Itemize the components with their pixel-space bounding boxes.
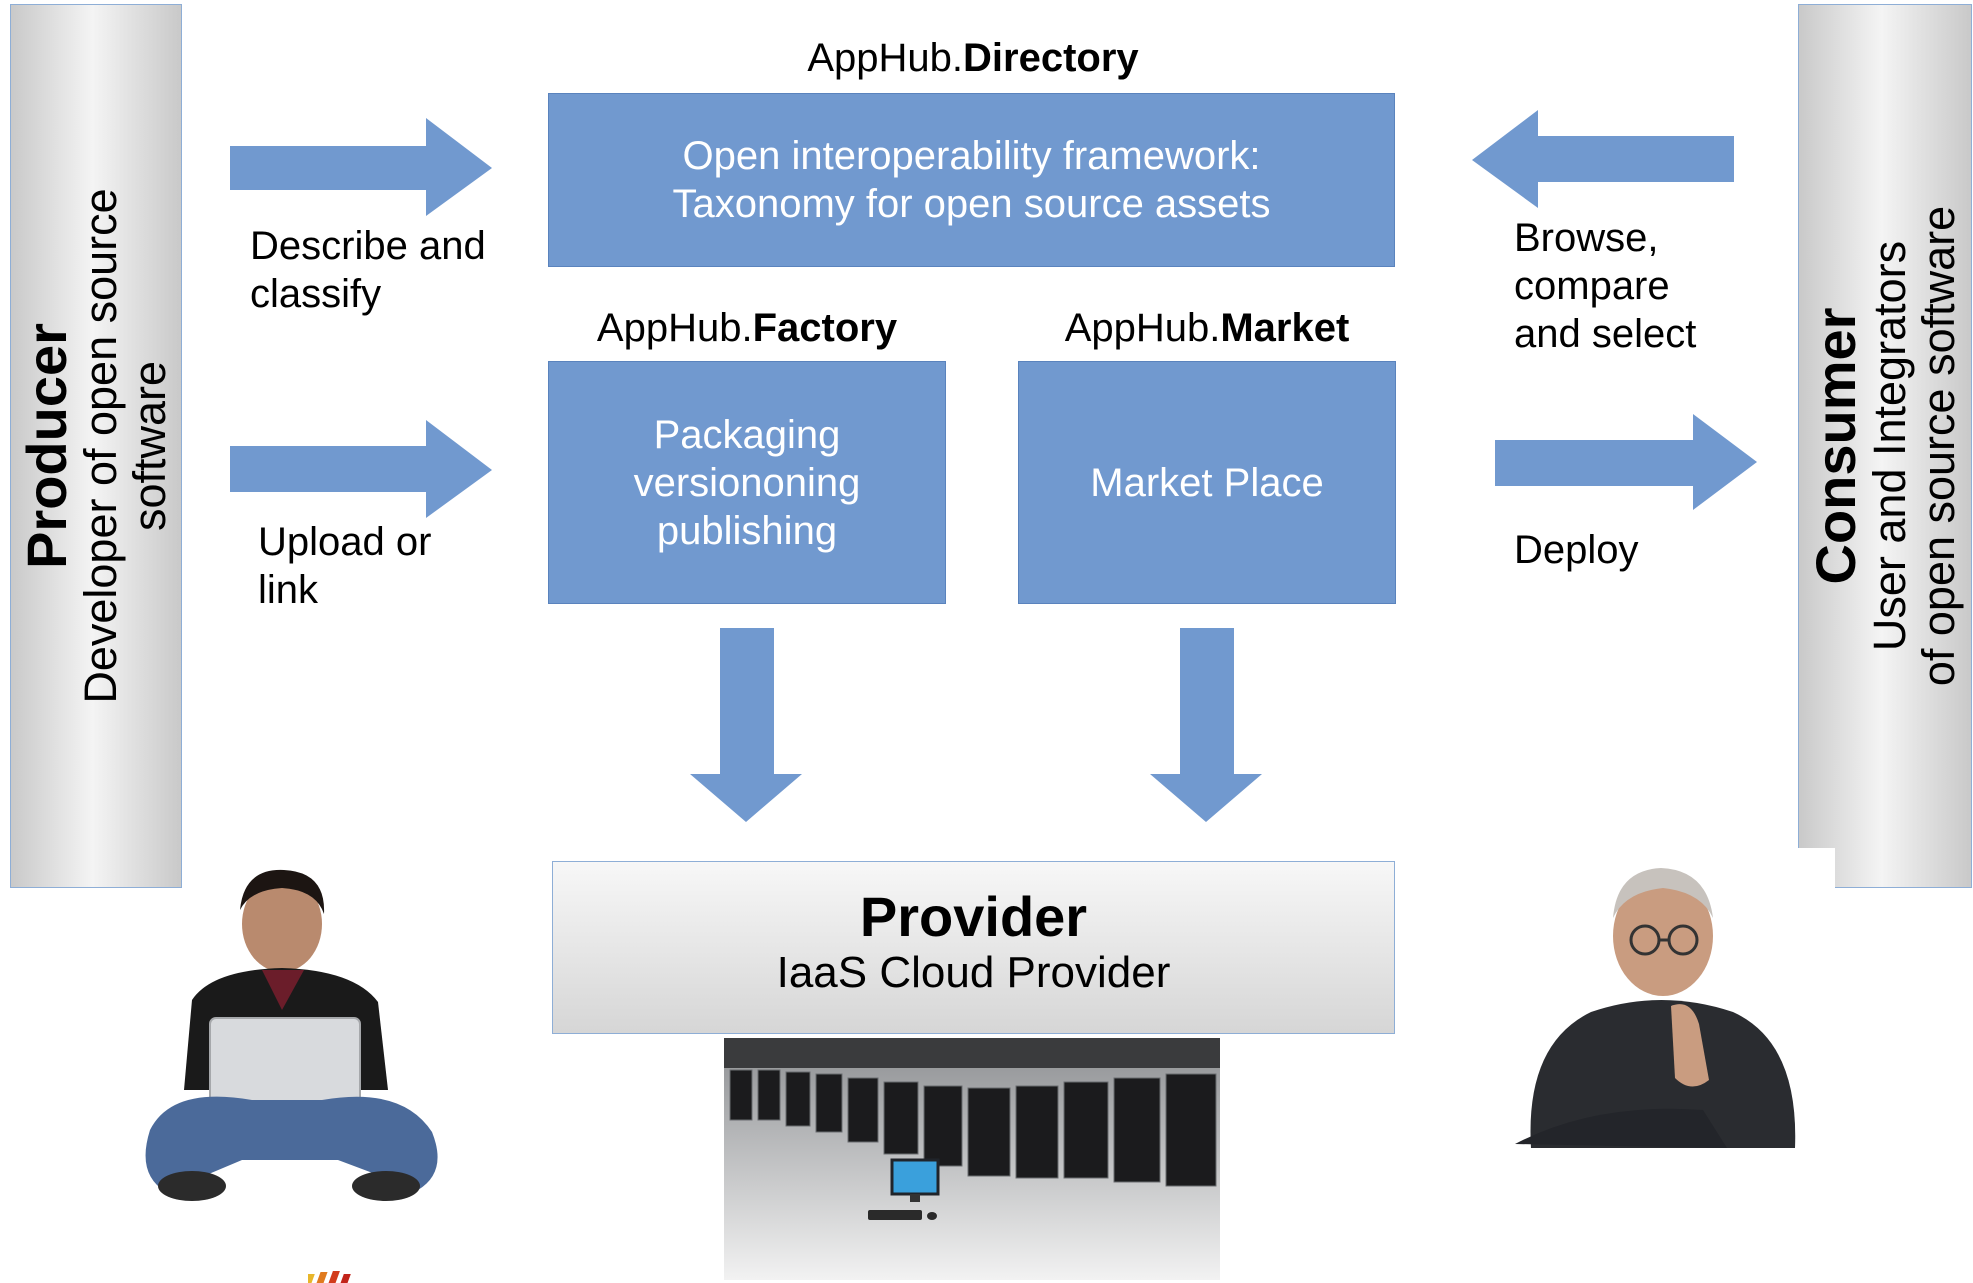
browse-label-line-2: compare: [1514, 264, 1670, 308]
consumer-person-illustration: [1495, 848, 1835, 1160]
directory-body-line-2: Taxonomy for open source assets: [672, 182, 1271, 226]
upload-arrow: [230, 420, 492, 518]
deploy-label-line-1: Deploy: [1514, 528, 1639, 572]
upload-label: Upload or link: [258, 518, 431, 614]
browse-label-line-1: Browse,: [1514, 216, 1659, 260]
market-title-prefix: AppHub.: [1064, 306, 1221, 350]
logo-fragment-illustration: [308, 1271, 351, 1283]
directory-title-prefix: AppHub.: [807, 36, 964, 80]
provider-box: Provider IaaS Cloud Provider: [552, 861, 1395, 1034]
describe-arrow: [230, 118, 492, 216]
producer-description-line-1: Developer of open source: [75, 188, 127, 704]
factory-down-arrow: [690, 628, 802, 822]
factory-title: AppHub.Factory: [548, 306, 946, 351]
upload-label-line-1: Upload or: [258, 520, 432, 564]
factory-body-line-1: Packaging: [653, 412, 841, 457]
provider-role: Provider: [859, 885, 1088, 948]
deploy-label: Deploy: [1514, 526, 1639, 574]
describe-label-line-2: classify: [250, 272, 382, 316]
browse-arrow: [1472, 110, 1734, 208]
factory-title-prefix: AppHub.: [596, 306, 753, 350]
market-down-arrow: [1150, 628, 1262, 822]
browse-label-line-3: and select: [1514, 312, 1697, 356]
directory-box: Open interoperability framework: Taxonom…: [548, 93, 1395, 267]
describe-label: Describe and classify: [250, 222, 486, 318]
consumer-label-group: Consumer User and Integrators of open so…: [1804, 205, 1965, 687]
consumer-role: Consumer: [1804, 307, 1868, 585]
market-body-line-1: Market Place: [1090, 460, 1324, 505]
producer-label-group: Producer Developer of open source softwa…: [15, 188, 176, 704]
server-farm-illustration: [724, 1038, 1220, 1280]
factory-body-line-2: versiononing: [633, 460, 861, 505]
deploy-arrow: [1495, 414, 1757, 510]
factory-title-bold: Factory: [752, 306, 898, 350]
consumer-panel: Consumer User and Integrators of open so…: [1798, 4, 1972, 888]
directory-title: AppHub.Directory: [548, 36, 1398, 81]
producer-panel: Producer Developer of open source softwa…: [10, 4, 182, 888]
directory-body-line-1: Open interoperability framework:: [682, 134, 1261, 178]
market-title-bold: Market: [1220, 306, 1350, 350]
provider-description: IaaS Cloud Provider: [776, 947, 1171, 997]
producer-person-illustration: [145, 869, 438, 1201]
describe-label-line-1: Describe and: [250, 224, 486, 268]
producer-description-line-2: software: [124, 360, 176, 532]
producer-role: Producer: [15, 323, 79, 569]
consumer-description-line-2: of open source software: [1913, 205, 1965, 687]
directory-title-bold: Directory: [963, 36, 1139, 80]
browse-label: Browse, compare and select: [1514, 214, 1696, 358]
market-title: AppHub.Market: [1018, 306, 1396, 351]
market-box: Market Place: [1018, 361, 1396, 604]
upload-label-line-2: link: [258, 568, 319, 612]
consumer-description-line-1: User and Integrators: [1864, 240, 1916, 652]
factory-box: Packaging versiononing publishing: [548, 361, 946, 604]
factory-body-line-3: publishing: [656, 508, 838, 553]
